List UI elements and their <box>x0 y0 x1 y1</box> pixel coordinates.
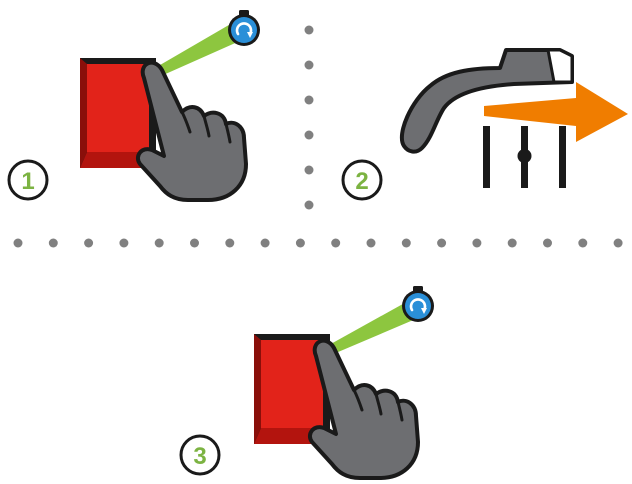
step-1-panel: 1 <box>7 8 262 203</box>
step-number: 3 <box>193 443 206 470</box>
timer-icon <box>400 284 436 324</box>
divider-dot <box>507 238 517 248</box>
divider-dot <box>578 238 588 248</box>
divider-dot <box>613 238 623 248</box>
step-2-panel: 2 <box>341 48 628 201</box>
step-number: 1 <box>21 168 34 195</box>
lever-handle-icon <box>399 48 574 154</box>
step-badge-1: 1 <box>7 159 49 201</box>
divider-dot <box>304 130 314 140</box>
divider-dot <box>304 60 314 70</box>
divider-dot <box>331 238 341 248</box>
divider-dot <box>472 238 482 248</box>
divider-dot <box>437 238 447 248</box>
lever-slots <box>483 126 566 188</box>
divider-dot <box>154 238 164 248</box>
divider-dot <box>260 238 270 248</box>
divider-dot <box>543 238 552 248</box>
divider-dot <box>304 200 314 210</box>
divider-dot <box>304 25 314 35</box>
divider-dot <box>304 165 314 175</box>
step-badge-2: 2 <box>341 159 383 201</box>
divider-dot <box>190 238 199 248</box>
horizontal-divider <box>13 238 623 248</box>
timer-ray <box>148 22 242 80</box>
timer-icon <box>226 8 262 48</box>
divider-dot <box>13 238 23 248</box>
divider-dot <box>366 238 376 248</box>
divider-dot <box>401 238 411 248</box>
divider-dot <box>304 95 314 105</box>
timer-ray <box>320 300 418 358</box>
vertical-divider <box>304 25 314 210</box>
step-number: 2 <box>355 168 368 195</box>
divider-dot <box>84 238 94 248</box>
pull-arrow-icon <box>484 82 628 142</box>
step-badge-3: 3 <box>179 434 221 476</box>
divider-dot <box>119 238 129 248</box>
step-3-panel: 3 <box>179 284 436 480</box>
divider-dot <box>225 238 235 248</box>
divider-dot <box>295 238 305 248</box>
divider-dot <box>48 238 58 248</box>
